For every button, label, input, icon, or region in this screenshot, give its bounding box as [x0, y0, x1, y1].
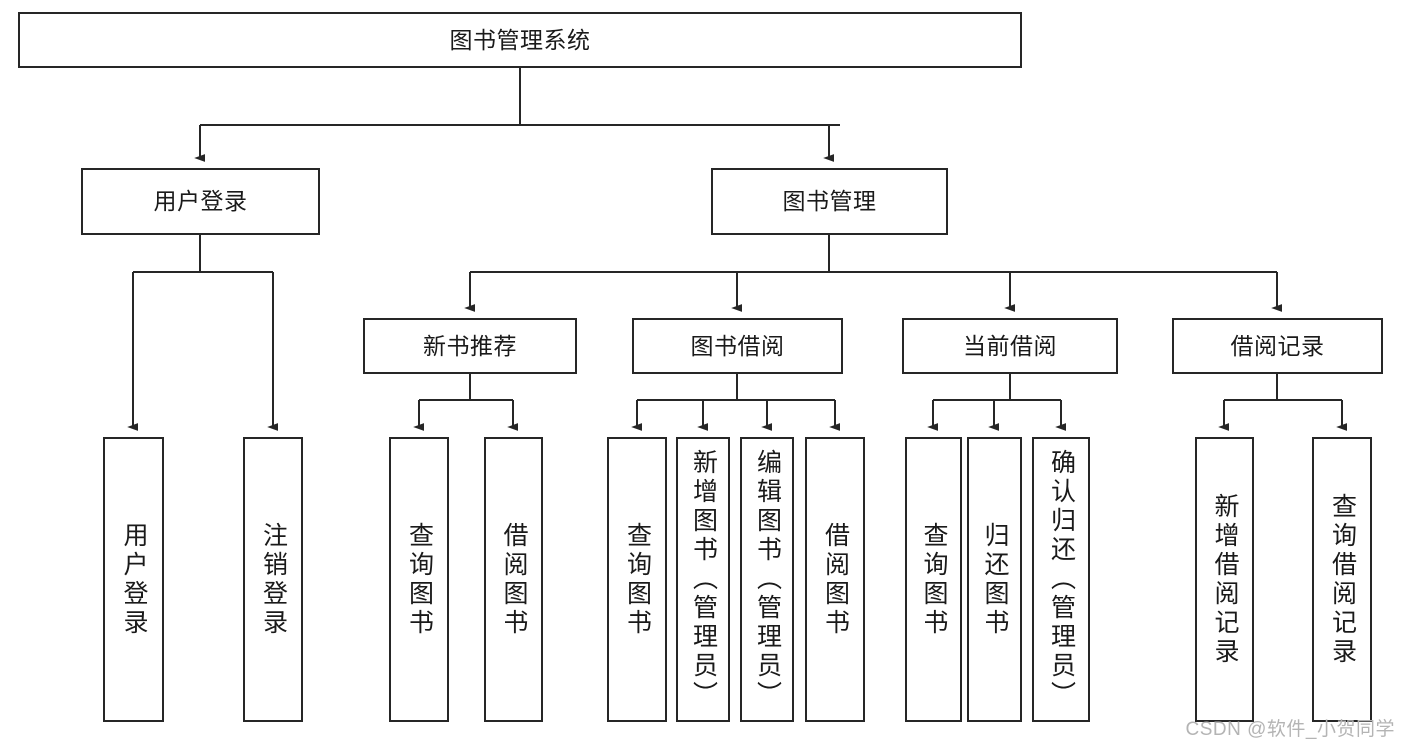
node-book-manage-label: 图书管理 — [782, 188, 877, 215]
node-root[interactable]: 图书管理系统 — [18, 12, 1022, 68]
node-leaf-edit-book-label: 编辑图书（管理员） — [753, 449, 782, 710]
node-user-login[interactable]: 用户登录 — [81, 168, 320, 235]
node-leaf-borrow-book-1-label: 借阅图书 — [500, 521, 528, 638]
node-leaf-query-book-1[interactable]: 查询图书 — [389, 437, 449, 722]
node-leaf-query-book-2[interactable]: 查询图书 — [607, 437, 667, 722]
node-borrow-record[interactable]: 借阅记录 — [1172, 318, 1383, 374]
node-leaf-borrow-book-2-label: 借阅图书 — [821, 521, 850, 638]
node-borrow-record-label: 借阅记录 — [1230, 332, 1325, 359]
node-leaf-query-book-3-label: 查询图书 — [920, 521, 948, 638]
node-leaf-query-record[interactable]: 查询借阅记录 — [1312, 437, 1372, 722]
node-leaf-confirm-return[interactable]: 确认归还（管理员） — [1032, 437, 1090, 722]
node-current-borrow[interactable]: 当前借阅 — [902, 318, 1118, 374]
node-leaf-query-book-2-label: 查询图书 — [623, 521, 652, 638]
node-book-borrow-label: 图书借阅 — [690, 332, 785, 359]
node-leaf-borrow-book-2[interactable]: 借阅图书 — [805, 437, 865, 722]
node-leaf-user-login-label: 用户登录 — [120, 521, 148, 638]
node-leaf-query-book-1-label: 查询图书 — [405, 521, 434, 638]
node-user-login-label: 用户登录 — [153, 188, 248, 215]
node-leaf-user-login[interactable]: 用户登录 — [103, 437, 164, 722]
csdn-watermark: CSDN @软件_小贺同学 — [1185, 719, 1395, 740]
node-leaf-borrow-book-1[interactable]: 借阅图书 — [484, 437, 543, 722]
node-leaf-return-book[interactable]: 归还图书 — [967, 437, 1022, 722]
node-book-manage[interactable]: 图书管理 — [711, 168, 948, 235]
node-leaf-edit-book[interactable]: 编辑图书（管理员） — [740, 437, 794, 722]
node-new-book-rec[interactable]: 新书推荐 — [363, 318, 577, 374]
node-leaf-user-logout[interactable]: 注销登录 — [243, 437, 303, 722]
node-leaf-add-book[interactable]: 新增图书（管理员） — [676, 437, 730, 722]
node-leaf-add-book-label: 新增图书（管理员） — [689, 449, 718, 710]
node-book-borrow[interactable]: 图书借阅 — [632, 318, 843, 374]
node-leaf-user-logout-label: 注销登录 — [259, 521, 288, 638]
node-leaf-add-record-label: 新增借阅记录 — [1211, 492, 1239, 667]
node-leaf-add-record[interactable]: 新增借阅记录 — [1195, 437, 1254, 722]
node-root-label: 图书管理系统 — [449, 26, 591, 53]
node-leaf-query-book-3[interactable]: 查询图书 — [905, 437, 962, 722]
node-current-borrow-label: 当前借阅 — [963, 332, 1057, 359]
node-leaf-query-record-label: 查询借阅记录 — [1328, 492, 1357, 667]
node-leaf-return-book-label: 归还图书 — [981, 521, 1009, 638]
node-new-book-rec-label: 新书推荐 — [423, 332, 517, 359]
node-leaf-confirm-return-label: 确认归还（管理员） — [1047, 449, 1076, 710]
